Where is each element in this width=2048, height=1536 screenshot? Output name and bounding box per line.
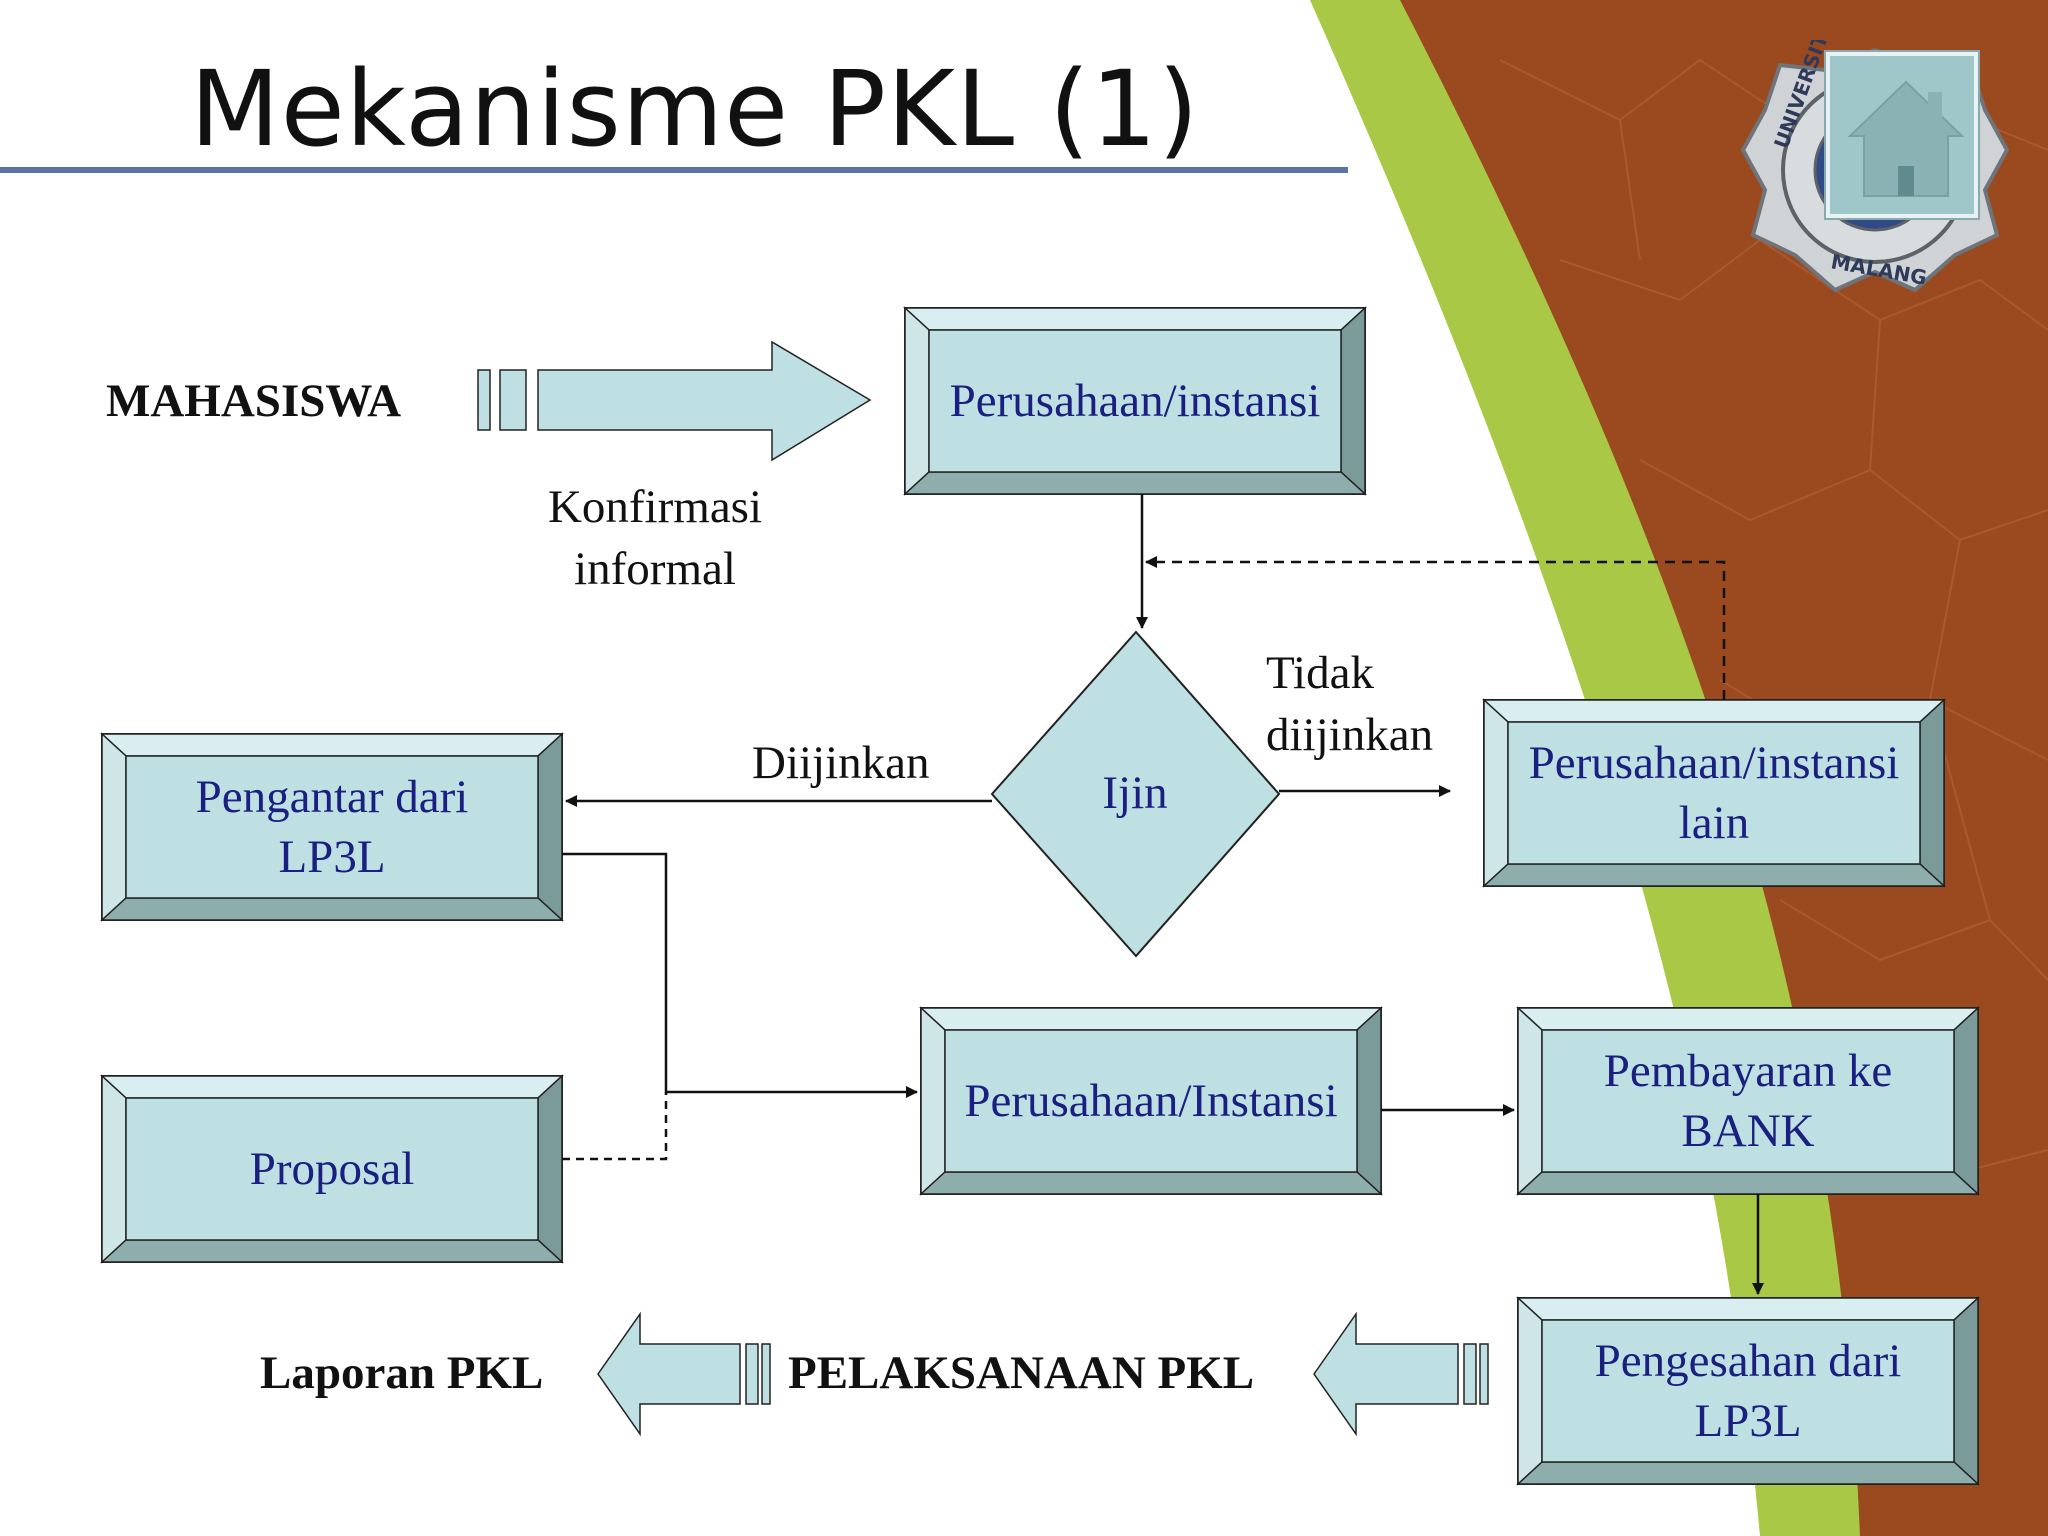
text-other-company-line2: lain [1678, 797, 1750, 849]
text-perusahaan-instansi: Perusahaan/instansi [949, 375, 1321, 427]
text-approval-line2: LP3L [1694, 1395, 1802, 1447]
label-mahasiswa: MAHASISWA [106, 375, 402, 427]
block-arrow-left-execution [1313, 1311, 1489, 1437]
home-icon [1847, 80, 1965, 197]
box-pengantar-lp3l [100, 732, 564, 922]
connector-cover-letter [562, 852, 918, 1098]
text-pengantar-lp3l: Pengantar dari LP3L [126, 756, 538, 898]
home-button[interactable] [1826, 52, 1978, 218]
box-perusahaan-instansi-lain [1482, 698, 1946, 888]
label-laporan-pkl: Laporan PKL [260, 1347, 544, 1399]
connector-proposal-dashed [562, 1092, 668, 1161]
label-pelaksanaan-pkl: PELAKSANAAN PKL [788, 1347, 1255, 1399]
slide-title: Mekanisme PKL (1) [190, 48, 1200, 170]
text-perusahaan-instansi-2: Perusahaan/Instansi [964, 1075, 1338, 1127]
label-konfirmasi-line2: informal [574, 543, 736, 595]
connector-retry-dashed [1145, 556, 1726, 700]
box-proposal [100, 1074, 564, 1264]
text-approval-line1: Pengesahan dari [1594, 1335, 1902, 1387]
text-payment-line2: BANK [1681, 1105, 1815, 1157]
box-perusahaan-instansi-2 [919, 1006, 1383, 1196]
text-pengesahan-lp3l: Pengesahan dari LP3L [1542, 1320, 1954, 1462]
decision-diamond [990, 630, 1281, 958]
label-konfirmasi-informal: Konfirmasi informal [520, 476, 790, 600]
text-other-company-line1: Perusahaan/instansi [1528, 737, 1900, 789]
title-underline [0, 167, 1348, 173]
label-tidak-line1: Tidak [1266, 647, 1374, 699]
label-decision-ijin: Ijin [1102, 767, 1168, 819]
label-konfirmasi-line1: Konfirmasi [547, 481, 763, 533]
text-payment-line1: Pembayaran ke [1603, 1045, 1893, 1097]
label-tidak-line2: diijinkan [1266, 709, 1434, 761]
block-arrow-right [477, 340, 872, 462]
text-cover-letter-line1: Pengantar dari [195, 771, 469, 823]
text-proposal: Proposal [249, 1143, 415, 1195]
box-perusahaan-instansi [903, 306, 1367, 496]
box-pengesahan-lp3l [1516, 1296, 1980, 1486]
label-diijinkan: Diijinkan [752, 737, 930, 789]
text-cover-letter-line2: LP3L [278, 831, 386, 883]
box-pembayaran-bank [1516, 1006, 1980, 1196]
text-pembayaran-bank: Pembayaran ke BANK [1542, 1030, 1954, 1172]
text-perusahaan-instansi-lain: Perusahaan/instansi lain [1508, 722, 1920, 864]
label-tidak-diijinkan: Tidak diijinkan [1266, 642, 1433, 766]
block-arrow-left-report [597, 1311, 771, 1437]
